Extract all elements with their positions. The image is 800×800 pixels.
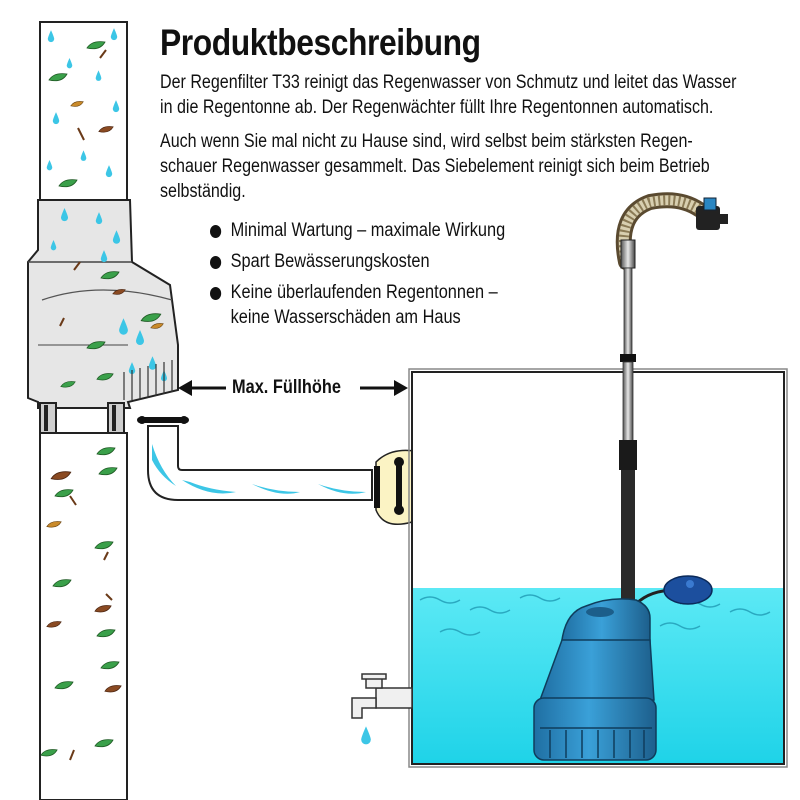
feature-text: Keine überlaufenden Regentonnen – <box>230 282 498 303</box>
feature-list: Minimal Wartung – maximale Wirkung Spart… <box>210 218 505 336</box>
feature-item: Minimal Wartung – maximale Wirkung <box>210 218 505 243</box>
feature-text: Minimal Wartung – maximale Wirkung <box>230 220 506 241</box>
description-line: schauer Regenwasser gesammelt. Das Siebe… <box>160 156 710 177</box>
feature-text-continued: keine Wasserschäden am Haus <box>230 307 461 328</box>
rain-filter-body <box>27 199 179 434</box>
feature-text: Spart Bewässerungskosten <box>230 251 430 272</box>
page-title: Produktbeschreibung <box>160 22 481 63</box>
fill-level-label: Max. Füllhöhe <box>232 377 341 398</box>
description-line: selbständig. <box>160 181 246 202</box>
product-description: Der Regenfilter T33 reinigt das Regenwas… <box>160 70 752 204</box>
downpipe-lower <box>39 432 128 800</box>
feature-item: Spart Bewässerungskosten <box>210 249 505 274</box>
fill-level-indicator <box>178 380 408 396</box>
description-line: Der Regenfilter T33 reinigt das Regenwas… <box>160 72 737 93</box>
feature-item: Keine überlaufenden Regentonnen – keine … <box>210 280 505 330</box>
description-line: in die Regentonne ab. Der Regenwächter f… <box>160 97 714 118</box>
water-tap <box>351 673 413 745</box>
overflow-hose <box>137 416 373 501</box>
submersible-pump <box>533 192 728 761</box>
downpipe-upper <box>39 21 128 203</box>
description-line: Auch wenn Sie mal nicht zu Hause sind, w… <box>160 131 693 152</box>
